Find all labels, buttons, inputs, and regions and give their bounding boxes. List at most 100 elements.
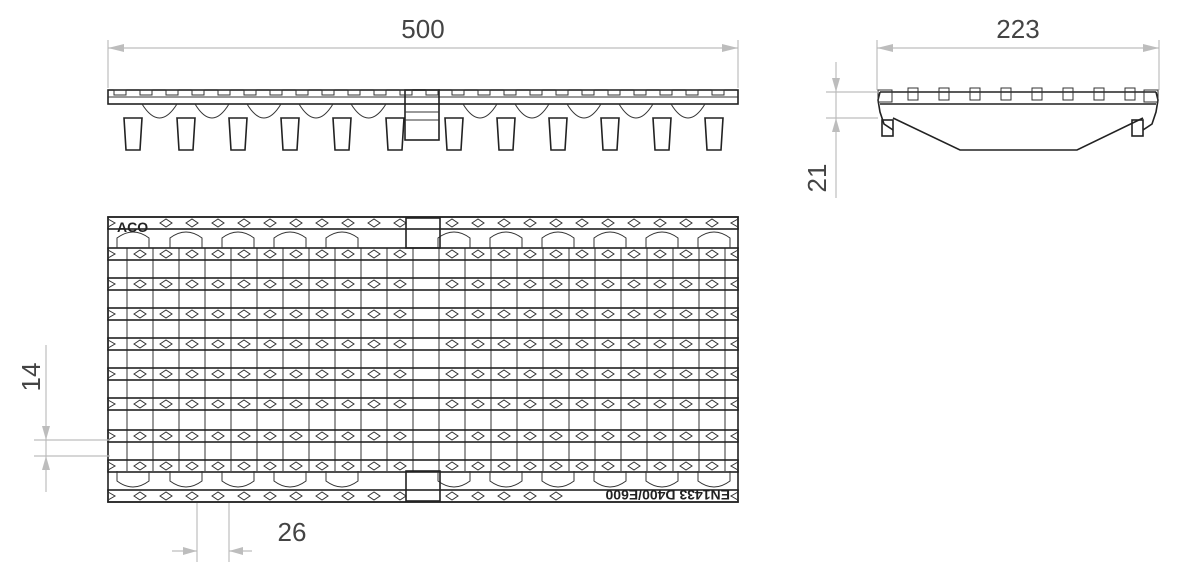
diamond-stud bbox=[159, 339, 173, 349]
diamond-stud bbox=[497, 399, 511, 409]
diamond-stud bbox=[341, 399, 355, 409]
diamond-stud bbox=[237, 218, 251, 228]
diamond-stud bbox=[523, 399, 537, 409]
diamond-stud bbox=[653, 369, 667, 379]
diamond-stud bbox=[601, 461, 615, 471]
diamond-stud bbox=[575, 461, 589, 471]
diamond-stud bbox=[627, 249, 641, 259]
rail-tooth bbox=[191, 89, 205, 96]
end-tooth bbox=[1124, 87, 1136, 101]
diamond-stud bbox=[575, 339, 589, 349]
diamond-stud bbox=[289, 279, 303, 289]
diamond-stud bbox=[549, 369, 563, 379]
diamond-stud bbox=[211, 249, 225, 259]
diamond-stud bbox=[549, 431, 563, 441]
edge-tick-left bbox=[107, 309, 117, 319]
diamond-stud bbox=[523, 218, 537, 228]
cross-bar bbox=[107, 307, 739, 321]
diamond-stud bbox=[393, 399, 407, 409]
diamond-stud bbox=[523, 491, 537, 501]
diamond-stud bbox=[211, 309, 225, 319]
leg-arch bbox=[566, 103, 602, 119]
leg-arch bbox=[350, 103, 387, 119]
diamond-stud bbox=[393, 369, 407, 379]
end-view bbox=[877, 87, 1159, 151]
diamond-stud bbox=[341, 431, 355, 441]
diamond-stud bbox=[471, 461, 485, 471]
edge-tick-left bbox=[107, 491, 117, 501]
diamond-stud bbox=[237, 461, 251, 471]
diamond-stud bbox=[497, 218, 511, 228]
diamond-stud bbox=[523, 309, 537, 319]
dimension-pitch-label: 26 bbox=[278, 517, 307, 547]
diamond-stud bbox=[601, 369, 615, 379]
diamond-stud bbox=[679, 309, 693, 319]
support-leg bbox=[704, 117, 724, 151]
diamond-stud bbox=[263, 399, 277, 409]
top-arch bbox=[273, 231, 307, 248]
top-arch bbox=[325, 231, 359, 248]
diamond-stud bbox=[445, 339, 459, 349]
diamond-stud bbox=[679, 461, 693, 471]
diamond-stud bbox=[341, 218, 355, 228]
rail-tooth bbox=[607, 89, 621, 96]
bottom-arch bbox=[437, 471, 471, 488]
edge-tick-right bbox=[729, 309, 739, 319]
diamond-stud bbox=[679, 279, 693, 289]
support-leg bbox=[600, 117, 620, 151]
rail-tooth bbox=[503, 89, 517, 96]
rail-tooth bbox=[269, 89, 283, 96]
cross-bar bbox=[107, 429, 739, 443]
diamond-stud bbox=[627, 431, 641, 441]
diamond-stud bbox=[185, 249, 199, 259]
diamond-stud bbox=[237, 249, 251, 259]
diamond-stud bbox=[289, 431, 303, 441]
diamond-stud bbox=[601, 399, 615, 409]
diamond-stud bbox=[211, 431, 225, 441]
diamond-stud bbox=[185, 491, 199, 501]
top-arch bbox=[697, 231, 731, 248]
top-arch bbox=[541, 231, 575, 248]
edge-tick-right bbox=[729, 461, 739, 471]
diamond-stud bbox=[549, 399, 563, 409]
leg-arch bbox=[670, 103, 706, 119]
diamond-stud bbox=[211, 218, 225, 228]
end-flange-left bbox=[877, 89, 893, 103]
diamond-stud bbox=[575, 431, 589, 441]
edge-tick-left bbox=[107, 369, 117, 379]
diamond-stud bbox=[211, 339, 225, 349]
cross-bar bbox=[107, 367, 739, 381]
end-tooth bbox=[969, 87, 981, 101]
brand-marking: ACO bbox=[117, 219, 148, 235]
diamond-stud bbox=[497, 249, 511, 259]
diamond-stud bbox=[705, 309, 719, 319]
diamond-stud bbox=[497, 279, 511, 289]
edge-tick-left bbox=[107, 461, 117, 471]
diamond-stud bbox=[549, 461, 563, 471]
top-arch bbox=[437, 231, 471, 248]
diamond-stud bbox=[341, 369, 355, 379]
diamond-stud bbox=[393, 249, 407, 259]
diamond-stud bbox=[679, 399, 693, 409]
end-tooth bbox=[1093, 87, 1105, 101]
diamond-stud bbox=[549, 249, 563, 259]
support-leg bbox=[280, 117, 300, 151]
bottom-arch bbox=[593, 471, 627, 488]
diamond-stud bbox=[237, 369, 251, 379]
end-tooth bbox=[1031, 87, 1043, 101]
cross-bar bbox=[107, 247, 739, 261]
top-arch bbox=[116, 231, 150, 248]
diamond-stud bbox=[263, 339, 277, 349]
side-view bbox=[107, 89, 739, 151]
bottom-arch bbox=[221, 471, 255, 488]
diamond-stud bbox=[263, 431, 277, 441]
rail-tooth bbox=[529, 89, 543, 96]
leg-arch bbox=[462, 103, 498, 119]
diamond-stud bbox=[185, 399, 199, 409]
diamond-stud bbox=[185, 369, 199, 379]
diamond-stud bbox=[393, 431, 407, 441]
diamond-stud bbox=[653, 218, 667, 228]
edge-tick-right bbox=[729, 431, 739, 441]
diamond-stud bbox=[263, 369, 277, 379]
